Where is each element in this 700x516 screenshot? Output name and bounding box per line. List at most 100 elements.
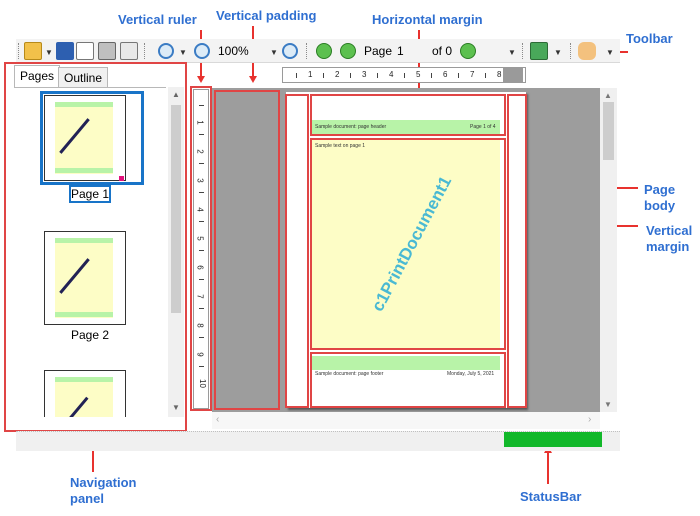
vertical-ruler-tick-mark [199, 163, 204, 164]
callout-toolbar-arrow [614, 51, 628, 53]
callout-navigation-panel-1: Navigation [70, 475, 137, 490]
zoom-combo[interactable]: 100% [218, 44, 249, 58]
page-footer-right: Monday, July 5, 2021 [447, 371, 495, 377]
vertical-ruler-tick-mark [199, 366, 204, 367]
thumbnail-page-2-header [55, 238, 113, 243]
vertical-ruler-tick-mark [199, 221, 204, 222]
toolbar-overflow-chevron-icon[interactable]: ▼ [606, 48, 614, 57]
new-page-icon[interactable] [76, 42, 94, 60]
thumbnail-label-page-2[interactable]: Page 2 [70, 328, 110, 342]
page-header-bar [312, 120, 500, 134]
horizontal-ruler-tick-label: 1 [308, 70, 313, 79]
tab-outline[interactable]: Outline [58, 67, 109, 87]
preview-scroll-up-icon[interactable]: ▲ [604, 91, 612, 100]
toolbar: ▼ ▼ 100% ▼ Page 1 of 0 ▼ ▼ ▼ [16, 39, 620, 63]
page-number-input[interactable]: 1 [397, 44, 404, 58]
nav-overflow-chevron-icon[interactable]: ▼ [508, 48, 516, 57]
zoom-in-icon[interactable] [158, 43, 174, 59]
vertical-ruler-tick-mark [199, 250, 204, 251]
thumbnail-page-1-header [55, 102, 113, 107]
horizontal-ruler-tick-mark [377, 73, 378, 78]
open-dropdown-chevron-icon[interactable]: ▼ [45, 48, 53, 57]
horizontal-ruler-tick-mark [323, 73, 324, 78]
thumbnail-scroll-thumb[interactable] [171, 105, 181, 313]
callout-page-body-2: body [644, 198, 676, 213]
page-of-label: of 0 [432, 44, 453, 58]
vertical-ruler-tick-mark [199, 192, 204, 193]
preview-vertical-scrollbar[interactable]: ▲ ▼ [600, 88, 617, 412]
zoom-plus-icon[interactable] [282, 43, 298, 59]
zoom-dropdown-chevron-icon[interactable]: ▼ [179, 48, 187, 57]
thumbnail-page-2[interactable] [44, 231, 126, 325]
hand-tool-icon[interactable] [578, 42, 596, 60]
thumbnail-list: Page 1 Page 2 [14, 87, 166, 417]
previous-page-icon[interactable] [340, 43, 356, 59]
vertical-padding-highlight [214, 90, 280, 410]
horizontal-margin-highlight [310, 94, 506, 136]
callout-navigation-panel-2: panel [70, 491, 104, 506]
toolbar-separator-4 [570, 43, 573, 59]
next-page-icon[interactable] [460, 43, 476, 59]
zoom-out-icon[interactable] [194, 43, 210, 59]
navigation-panel: Pages Outline Page 1 Page 2 ▲ [10, 64, 186, 428]
view-mode-chevron-icon[interactable]: ▼ [554, 48, 562, 57]
scroll-up-arrow-icon[interactable]: ▲ [172, 90, 180, 99]
status-progress-bar [504, 432, 602, 447]
footer-margin-highlight [310, 352, 506, 408]
horizontal-ruler-tick-label: 4 [389, 70, 394, 79]
horizontal-ruler-tick-label: 5 [416, 70, 421, 79]
horizontal-ruler-tick-mark [485, 73, 486, 78]
vertical-ruler-tick-mark [199, 134, 204, 135]
preview-scroll-thumb[interactable] [603, 102, 614, 160]
horizontal-ruler-tick-label: 2 [335, 70, 340, 79]
navigation-panel-highlight [4, 62, 187, 432]
callout-page-body-1: Page [644, 182, 676, 197]
page-body-text: Sample text on page 1 [315, 143, 366, 149]
vertical-ruler-tick-mark [199, 105, 204, 106]
open-folder-icon[interactable] [24, 42, 42, 60]
toolbar-separator [144, 43, 147, 59]
page-header-right: Page 1 of 4 [470, 124, 496, 130]
horizontal-ruler-tick-mark [431, 73, 432, 78]
right-margin-highlight [507, 94, 527, 408]
callout-horizontal-margin: Horizontal margin [372, 12, 483, 27]
thumbnail-label-selection [69, 185, 111, 203]
view-mode-icon[interactable] [530, 42, 548, 60]
horizontal-ruler-tick-label: 6 [443, 70, 448, 79]
thumbnail-page-1-marker [119, 176, 124, 181]
preview-scroll-right-icon[interactable]: › [588, 414, 592, 425]
thumbnail-label-page-1[interactable]: Page 1 [70, 187, 110, 201]
vertical-ruler-tick-mark [199, 308, 204, 309]
preview-scroll-left-icon[interactable]: ‹ [216, 414, 220, 425]
vertical-ruler-tick-mark [199, 337, 204, 338]
thumbnail-selection-frame [40, 91, 144, 185]
horizontal-ruler-tick-label: 8 [497, 70, 502, 79]
page-body-highlight [310, 138, 506, 350]
first-page-icon[interactable] [316, 43, 332, 59]
callout-navigation-panel-arrow [92, 446, 94, 472]
thumbnail-scrollbar[interactable]: ▲ ▼ [168, 87, 184, 417]
toolbar-grip[interactable] [18, 43, 21, 59]
toolbar-separator-3 [522, 43, 525, 59]
page-setup-icon[interactable] [120, 42, 138, 60]
vertical-ruler[interactable] [193, 89, 209, 409]
horizontal-ruler-end-marker [503, 68, 523, 82]
preview-horizontal-scrollbar[interactable]: ‹ › [212, 412, 600, 429]
thumbnail-page-3-header [55, 377, 113, 382]
tab-pages[interactable]: Pages [14, 65, 61, 87]
scroll-down-arrow-icon[interactable]: ▼ [172, 403, 180, 412]
callout-vertical-ruler-arrowhead [197, 76, 205, 83]
zoom-combo-chevron-icon[interactable]: ▼ [270, 48, 278, 57]
callout-statusbar: StatusBar [520, 489, 582, 504]
left-margin-highlight [285, 94, 309, 408]
thumbnail-page-3[interactable] [44, 370, 126, 417]
callout-vertical-padding-arrowhead [249, 76, 257, 83]
thumbnail-page-1[interactable] [44, 95, 126, 181]
print-icon[interactable] [98, 42, 116, 60]
page-header-left: Sample document: page header [315, 124, 387, 130]
thumbnail-page-1-body [55, 102, 113, 174]
preview-scroll-down-icon[interactable]: ▼ [604, 400, 612, 409]
thumbnail-page-2-body [55, 238, 113, 318]
horizontal-ruler-tick-mark [296, 73, 297, 78]
save-icon[interactable] [56, 42, 74, 60]
